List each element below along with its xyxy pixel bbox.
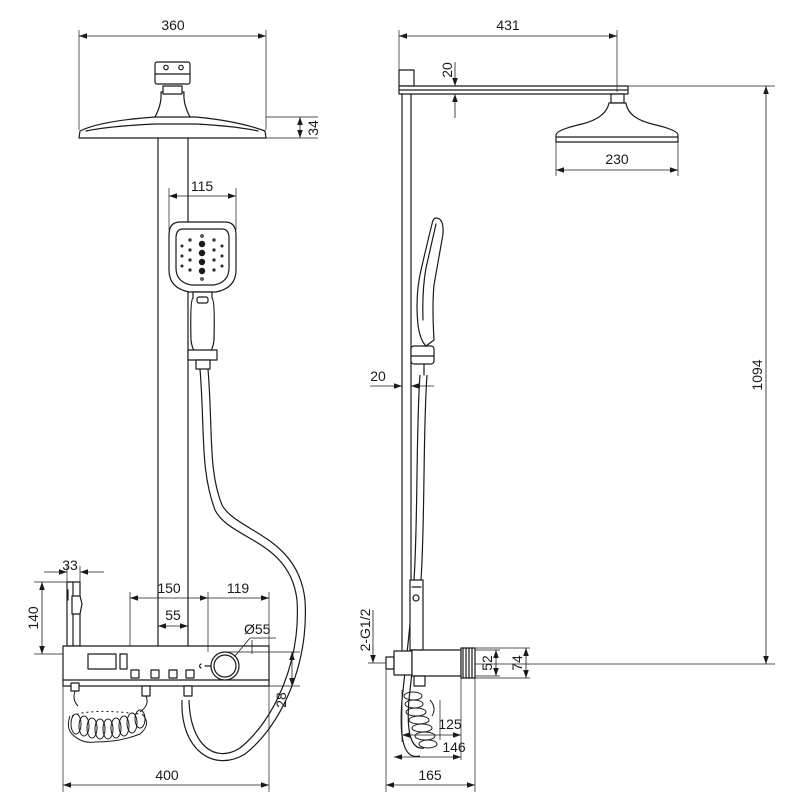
dim-overall-width: 400 <box>155 767 179 783</box>
shower-hose-front <box>181 368 306 762</box>
dim-head-height: 34 <box>305 120 321 136</box>
front-dimensions: 360 34 115 33 140 <box>25 17 321 792</box>
side-view: 431 20 230 20 1094 <box>357 17 775 792</box>
dim-depth-125: 125 <box>438 716 462 732</box>
hand-shower-front <box>168 221 237 370</box>
dim-shelf-depth: 33 <box>62 557 78 573</box>
dim-bottom-height: 28 <box>273 692 289 708</box>
dim-pipe-offset: 20 <box>370 368 386 384</box>
dim-arm-reach: 431 <box>496 17 520 33</box>
dim-handshower-width: 115 <box>191 178 214 194</box>
spray-nozzles <box>180 234 224 281</box>
dim-arm-drop: 20 <box>439 62 455 78</box>
dim-thread: 2-G1/2 <box>357 608 373 651</box>
dim-head-width: 360 <box>161 17 185 33</box>
shelf-front <box>66 581 83 647</box>
dim-panel-offset: 119 <box>227 580 250 596</box>
dim-depth-165: 165 <box>418 767 442 783</box>
shower-hose-side <box>400 374 428 758</box>
coiled-hose-side <box>403 691 438 749</box>
coil-loops <box>70 709 146 740</box>
side-dimensions: 431 20 230 20 1094 <box>357 17 775 792</box>
dim-knob-diameter: Ø55 <box>244 621 271 637</box>
hand-shower-side <box>410 217 444 376</box>
rain-head-front <box>78 61 267 139</box>
riser-pipe-front <box>157 137 189 647</box>
dim-body-height: 74 <box>509 655 525 671</box>
dim-overall-height: 1094 <box>749 359 765 390</box>
mixer-body-side <box>385 647 476 687</box>
rain-head-side <box>555 93 679 143</box>
dim-panel-spacing: 150 <box>157 580 181 596</box>
front-view: 360 34 115 33 140 <box>25 17 321 792</box>
dim-head-diameter: 230 <box>605 151 629 167</box>
dim-center-small: 55 <box>165 607 181 623</box>
dim-inlet-height: 52 <box>479 655 495 671</box>
coiled-hose-front <box>67 690 148 743</box>
shelf-side <box>409 579 424 651</box>
mixer-body-front <box>62 645 270 697</box>
dim-depth-146: 146 <box>442 739 466 755</box>
dim-shelf-height: 140 <box>25 606 41 630</box>
